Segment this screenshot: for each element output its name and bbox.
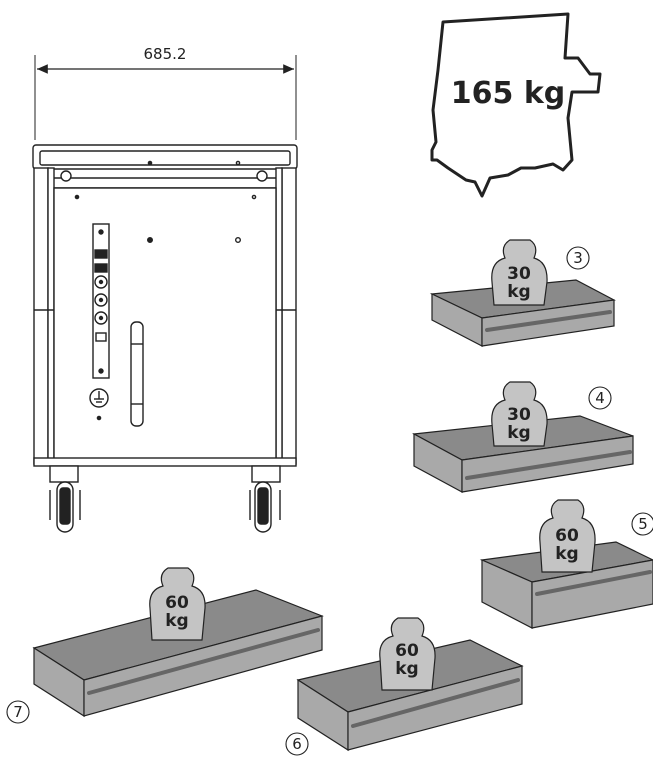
cabinet-side-view [32,144,298,467]
drawer-4-load-value: 30 [507,405,531,425]
drawer-3-load-unit: kg [507,282,530,302]
drawer-4: 30 kg 4 [412,381,634,494]
drawer-7: 60 kg 7 [6,567,324,724]
total-load-silhouette: 165 kg [430,12,602,198]
drawer-3-load-value: 30 [507,264,531,284]
weight-icon [149,567,206,641]
drawer-7-load-unit: kg [165,611,188,631]
weight-icon [491,381,548,447]
weight-icon [539,499,596,573]
weight-icon [491,239,548,306]
drawer-6-number: 6 [292,735,302,753]
drawer-4-load-unit: kg [507,423,530,443]
drawer-5-load-value: 60 [555,526,579,546]
width-dimension: 685.2 [34,45,297,140]
drawer-7-number: 7 [13,703,23,721]
drawer-7-load-value: 60 [165,593,189,613]
drawer-3-number: 3 [573,249,583,267]
drawer-3: 30 kg 3 [429,239,616,347]
drawer-5-number: 5 [638,515,648,533]
drawer-6: 60 kg 6 [285,617,524,756]
width-dimension-label: 685.2 [144,45,187,63]
drawer-6-load-value: 60 [395,641,419,661]
total-load-label: 165 kg [451,76,566,111]
drawer-5: 60 kg 5 [479,499,653,629]
drawer-4-number: 4 [595,389,605,407]
weight-icon [379,617,436,691]
cabinet-casters [49,465,281,533]
drawer-6-load-unit: kg [395,659,418,679]
drawer-5-load-unit: kg [555,544,578,564]
